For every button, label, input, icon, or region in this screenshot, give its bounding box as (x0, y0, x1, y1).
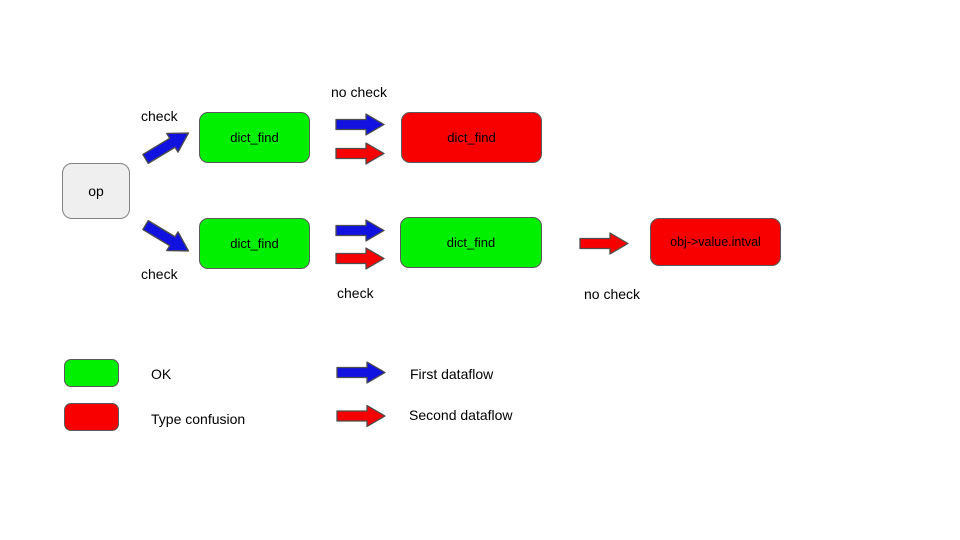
legend-second-dataflow-arrow (336, 404, 386, 428)
node-obj-value-intval: obj->value.intval (650, 218, 781, 266)
block-arrow-icon (335, 219, 385, 242)
legend-first-dataflow-label: First dataflow (410, 366, 494, 382)
legend-second-dataflow-label: Second dataflow (409, 407, 513, 423)
check-label-row1: check (141, 108, 178, 124)
check-label-row2-left: check (141, 266, 178, 282)
second-dataflow-arrow-row1 (335, 142, 385, 165)
legend-first-dataflow-arrow (336, 361, 386, 384)
no-check-label-row2: no check (584, 286, 641, 302)
no-check-label-row1: no check (331, 84, 388, 100)
first-dataflow-arrow-op-to-row1 (137, 121, 197, 170)
block-arrow-icon (142, 132, 190, 165)
block-arrow-icon (335, 142, 385, 165)
block-arrow-icon (579, 232, 629, 255)
block-arrow-icon (142, 219, 190, 252)
node-dict-find-row1-checked: dict_find (199, 112, 310, 163)
second-dataflow-arrow-row2 (335, 247, 385, 270)
legend-ok-swatch (64, 359, 119, 387)
legend-type-confusion-label: Type confusion (151, 411, 246, 427)
node-dict-find-row2-mid: dict_find (400, 217, 542, 268)
check-label-row2-mid: check (337, 285, 374, 301)
node-dict-find-row2-left: dict_find (199, 218, 310, 269)
legend-type-confusion-swatch (64, 403, 119, 431)
first-dataflow-arrow-row1 (335, 113, 385, 136)
block-arrow-icon (336, 404, 386, 428)
first-dataflow-arrow-op-to-row2 (137, 213, 197, 262)
node-dict-find-row1-confused: dict_find (401, 112, 542, 163)
second-dataflow-arrow-row2-right (579, 232, 629, 255)
first-dataflow-arrow-row2 (335, 219, 385, 242)
block-arrow-icon (336, 361, 386, 384)
block-arrow-icon (335, 113, 385, 136)
block-arrow-icon (335, 247, 385, 270)
legend-ok-label: OK (151, 366, 172, 382)
node-op: op (62, 163, 130, 219)
